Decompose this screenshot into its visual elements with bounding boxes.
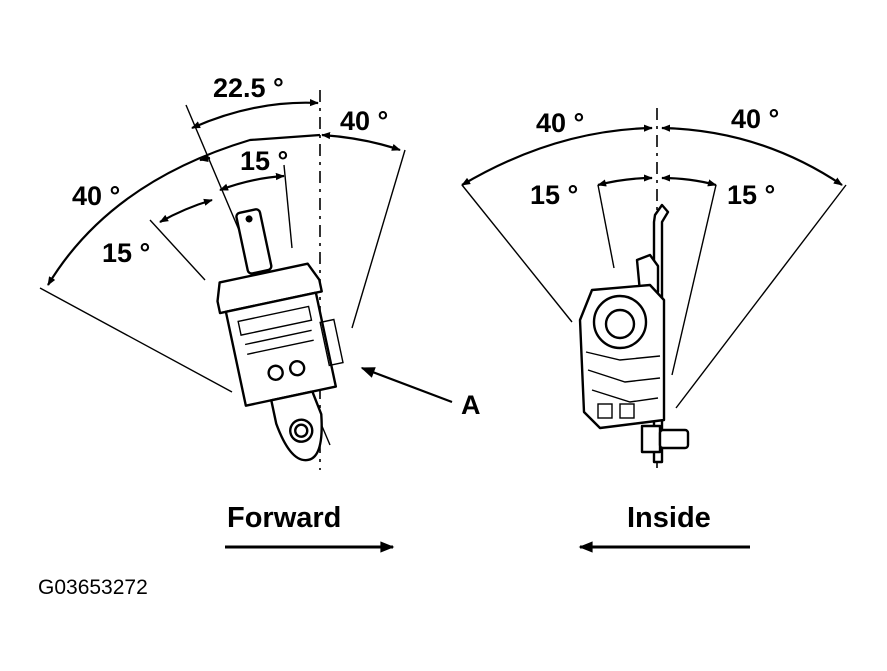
right-right-inner-limit-line: [671, 184, 717, 376]
label-right-left-40: 40 °: [536, 108, 584, 138]
body-hole-right: [288, 359, 306, 377]
direction-label-inside: Inside: [627, 502, 711, 534]
mount-bolt-shank: [658, 428, 690, 450]
left-angle-diagram: 22.5 ° 40 ° 15 ° 40 ° 15 ° A Forward: [39, 73, 481, 553]
figure-code: G03653272: [38, 576, 148, 599]
arc-inner-15-deg: [219, 172, 285, 192]
actuator-slot: [237, 305, 313, 336]
housing-rib-2: [587, 369, 661, 383]
label-angle-right-40: 40 °: [340, 106, 388, 136]
actuator-front-view: [216, 208, 344, 462]
arc-right-40-deg: [321, 131, 401, 152]
arc-left-40-mid-arrow: [199, 154, 211, 162]
actuator-top-collar: [216, 262, 323, 315]
housing-rib-1: [585, 351, 661, 361]
right-left-outer-limit-line: [461, 184, 573, 323]
callout-a-label: A: [461, 390, 481, 420]
arc-left-15-deg: [159, 198, 213, 223]
left-outer-limit-line: [39, 287, 233, 393]
actuator-side-view: [578, 203, 690, 464]
housing-window-1: [597, 403, 613, 419]
right-right-outer-limit-line: [675, 184, 847, 409]
left-right-outer-limit-line: [351, 149, 406, 329]
arc-right-right-15-deg: [661, 174, 717, 187]
direction-label-forward: Forward: [227, 502, 341, 534]
actuator-side-tab: [319, 318, 344, 367]
label-angle-left-15: 15 °: [102, 238, 150, 268]
right-angle-diagram: 40 ° 40 ° 15 ° 15 ° Inside: [461, 104, 847, 553]
housing-rib-3: [591, 389, 659, 403]
arc-right-left-40-deg: [461, 124, 653, 186]
housing-dome-inner: [604, 308, 636, 340]
actuator-body: [224, 291, 338, 407]
right-left-inner-limit-line: [597, 184, 615, 269]
shaft-hole: [245, 215, 253, 223]
label-right-left-15: 15 °: [530, 180, 578, 210]
label-angle-22-5: 22.5 °: [213, 73, 284, 103]
body-hole-left: [267, 364, 284, 381]
arc-22-5-deg: [191, 99, 319, 130]
mount-bolt-head: [640, 424, 662, 454]
body-rib-2: [247, 339, 314, 355]
arm-pivot-inner: [294, 423, 309, 438]
arc-right-right-40-deg: [661, 124, 843, 186]
actuator-shaft: [235, 208, 273, 275]
body-rib-1: [244, 329, 312, 346]
left-right-inner-limit-line: [283, 164, 293, 249]
housing-window-2: [619, 403, 635, 419]
label-right-right-40: 40 °: [731, 104, 779, 134]
label-angle-left-40: 40 °: [72, 181, 120, 211]
callout-a-leader: [360, 366, 453, 404]
label-right-right-15: 15 °: [727, 180, 775, 210]
arc-right-left-15-deg: [597, 174, 653, 187]
arc-left-40-deg: [47, 133, 321, 286]
left-inner-limit-line: [149, 219, 206, 281]
label-angle-inner-15: 15 °: [240, 146, 288, 176]
